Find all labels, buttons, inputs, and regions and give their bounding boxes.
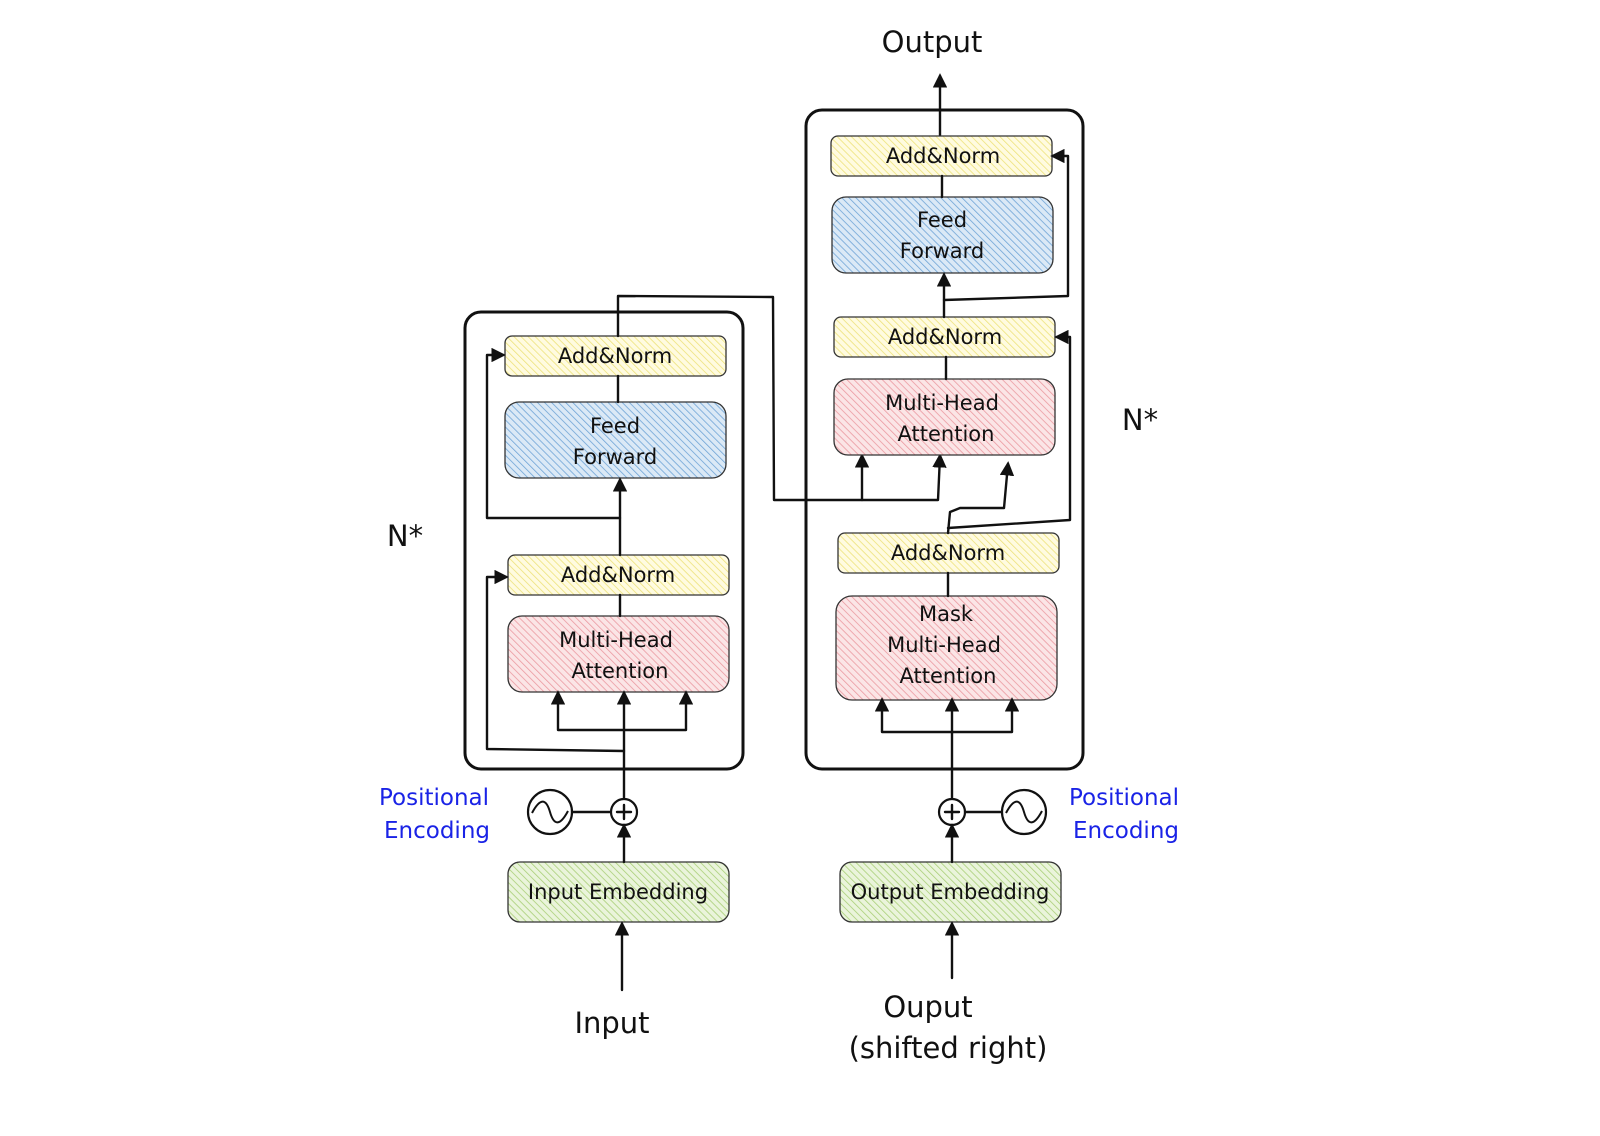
encoder-feed-forward-label-line1: Feed — [590, 414, 640, 438]
encoder: Add&Norm Feed Forward Add&Norm Multi-Hea… — [379, 294, 947, 1040]
decoder-output-embedding-label: Output Embedding — [851, 880, 1050, 904]
encoder-add-norm-bottom-label: Add&Norm — [561, 563, 675, 587]
decoder-repeat-label: N* — [1122, 403, 1158, 437]
decoder-add-norm-top: Add&Norm — [830, 135, 1053, 177]
encoder-stack-frame — [463, 310, 745, 771]
decoder-add-norm-bottom-label: Add&Norm — [891, 541, 1005, 565]
decoder-attention-label-line1: Multi-Head — [885, 391, 999, 415]
decoder-mask-attention-label-line2: Multi-Head — [887, 633, 1001, 657]
encoder-multi-head-attention: Multi-Head Attention — [507, 615, 730, 693]
encoder-input-label: Input — [574, 1006, 649, 1040]
encoder-attention-label-line1: Multi-Head — [559, 628, 673, 652]
encoder-add-norm-top-label: Add&Norm — [558, 344, 672, 368]
decoder-add-norm-top-label: Add&Norm — [886, 144, 1000, 168]
decoder-positional-label-line1: Positional — [1069, 785, 1179, 811]
decoder-attention-label-line2: Attention — [898, 422, 995, 446]
decoder-input-label-line1: Ouput — [883, 990, 972, 1024]
decoder-positional-encoding: Positional Encoding — [937, 785, 1179, 844]
encoder-attention-label-line2: Attention — [572, 659, 669, 683]
encoder-repeat-label: N* — [387, 519, 423, 553]
decoder-mask-attention-label-line1: Mask — [919, 602, 974, 626]
decoder-multi-head-attention: Multi-Head Attention — [833, 378, 1056, 456]
encoder-positional-label-line1: Positional — [379, 785, 489, 811]
decoder-positional-label-line2: Encoding — [1073, 818, 1179, 844]
decoder-feed-forward: Feed Forward — [831, 196, 1054, 274]
decoder-input-label-line2: (shifted right) — [849, 1031, 1048, 1065]
decoder-feed-forward-label-line1: Feed — [917, 208, 967, 232]
decoder-output-embedding: Output Embedding Ouput (shifted right) — [839, 823, 1062, 1065]
encoder-input-embedding: Input Embedding Input — [507, 823, 730, 1040]
encoder-positional-encoding: Positional Encoding — [379, 785, 639, 844]
encoder-feed-forward: Feed Forward — [504, 401, 727, 479]
decoder-feed-forward-label-line2: Forward — [900, 239, 984, 263]
decoder-stack-frame — [804, 108, 1085, 771]
decoder-add-norm-middle: Add&Norm — [833, 316, 1056, 358]
encoder-input-embedding-label: Input Embedding — [528, 880, 708, 904]
decoder-add-norm-middle-label: Add&Norm — [888, 325, 1002, 349]
encoder-positional-label-line2: Encoding — [384, 818, 490, 844]
decoder-mask-attention-label-line3: Attention — [900, 664, 997, 688]
decoder-connections — [874, 148, 1072, 807]
encoder-connections — [485, 294, 947, 807]
decoder-mask-multi-head-attention: Mask Multi-Head Attention — [835, 595, 1058, 701]
decoder-output-label: Output — [882, 25, 983, 59]
encoder-add-norm-top: Add&Norm — [504, 335, 727, 377]
decoder-add-norm-bottom: Add&Norm — [837, 532, 1060, 574]
decoder: Output Add&Norm Feed Forward Add&Norm Mu… — [804, 25, 1179, 1065]
encoder-feed-forward-label-line2: Forward — [573, 445, 657, 469]
encoder-add-norm-bottom: Add&Norm — [507, 554, 730, 596]
